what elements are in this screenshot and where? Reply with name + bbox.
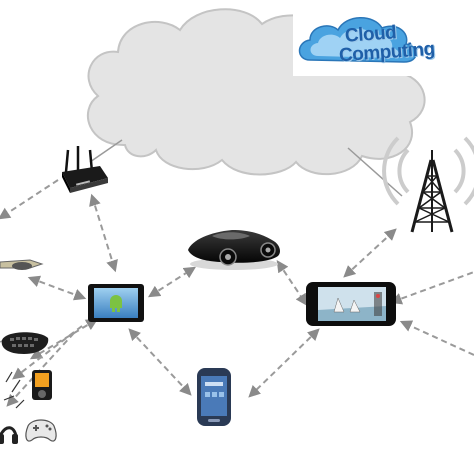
cloud-link-tower bbox=[347, 147, 403, 197]
signal-marks-icon bbox=[3, 371, 25, 409]
tablet-icon bbox=[88, 284, 144, 322]
gamepad-icon bbox=[25, 419, 57, 442]
antenna-tower-icon bbox=[382, 136, 474, 233]
smartphone-icon bbox=[306, 282, 396, 326]
connection-arrows bbox=[0, 179, 474, 407]
headphones-icon bbox=[0, 426, 18, 444]
car-icon bbox=[188, 230, 280, 270]
cloud-logo-icon bbox=[293, 0, 474, 76]
cloud-computing-logo: Cloud Computing bbox=[293, 0, 474, 76]
keyboard-icon bbox=[1, 332, 49, 354]
media-player-icon bbox=[32, 370, 52, 400]
cloud-link-router bbox=[89, 139, 123, 163]
drone-icon bbox=[0, 259, 44, 270]
router-icon bbox=[62, 146, 108, 193]
phone-icon bbox=[197, 368, 231, 426]
